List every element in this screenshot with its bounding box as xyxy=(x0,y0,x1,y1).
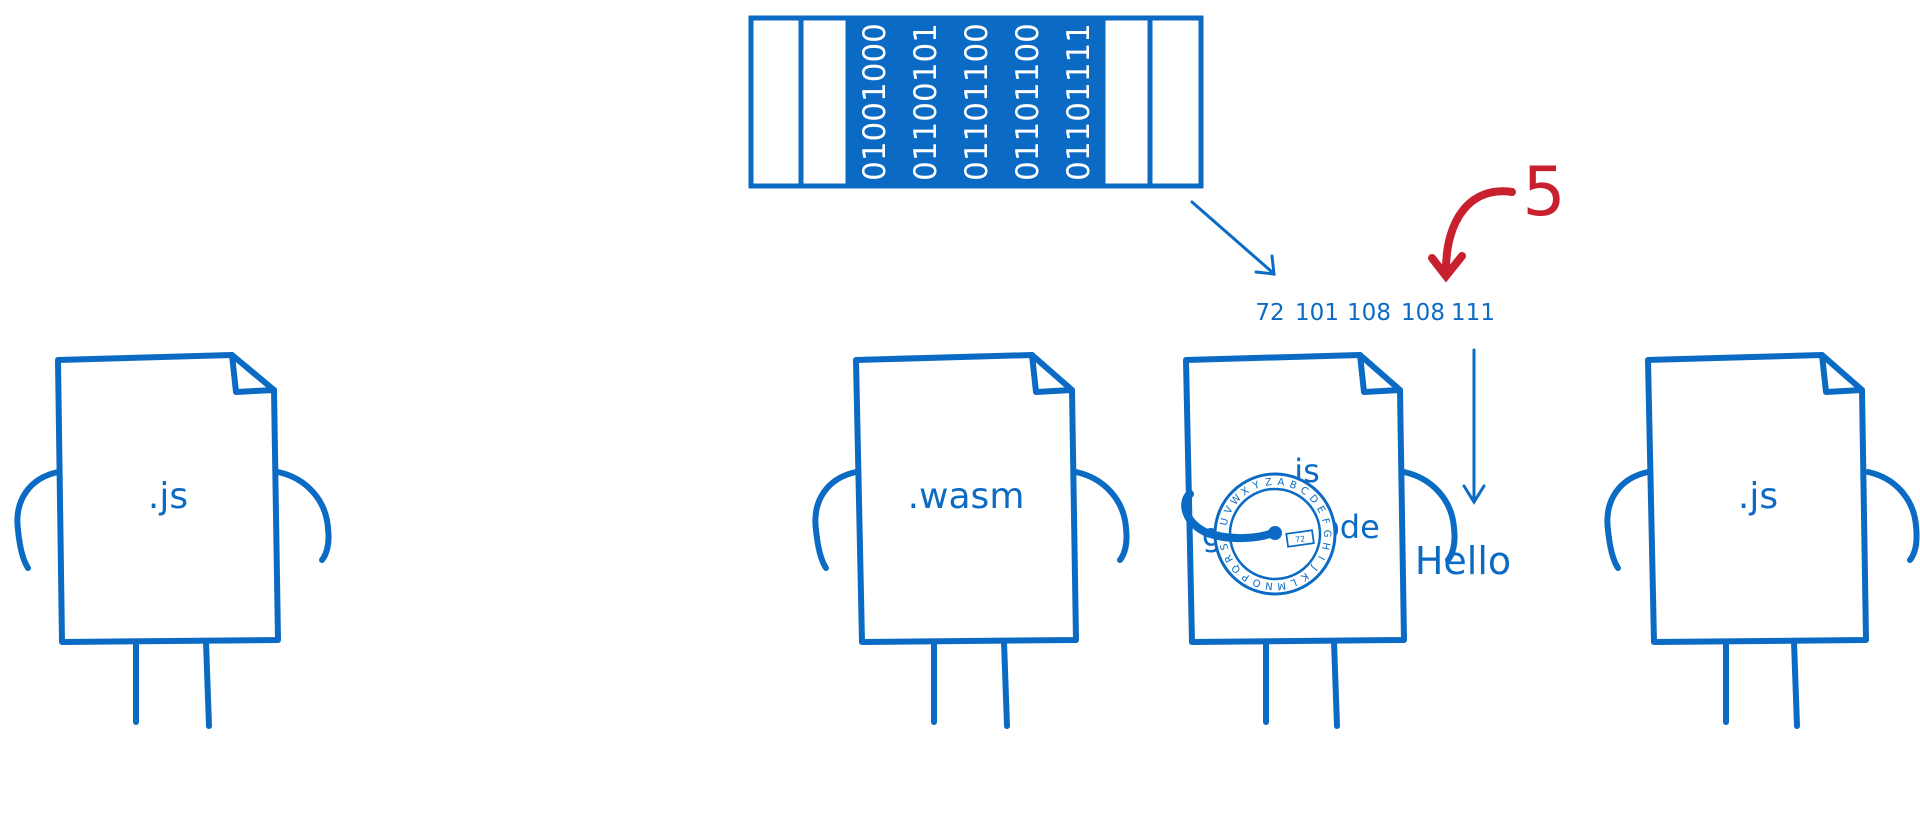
file-label: .wasm xyxy=(908,476,1025,517)
memory-to-numbers-arrow xyxy=(1190,200,1276,276)
right-arm xyxy=(1073,469,1130,563)
decoder-wheel-letter: G xyxy=(1321,530,1332,538)
decoder-wheel-letter: L xyxy=(1289,576,1299,588)
decoder-wheel-letter: Z xyxy=(1264,477,1272,489)
right-arm xyxy=(275,469,332,563)
file-body xyxy=(853,352,1079,645)
memory-byte: 01100101 xyxy=(908,23,944,181)
folded-corner xyxy=(229,352,277,395)
offset-pointer-arrow xyxy=(1428,187,1516,283)
decoded-number: 108 xyxy=(1401,300,1445,326)
right-leg xyxy=(1791,639,1800,729)
left-arm xyxy=(812,469,859,571)
file-label: .js xyxy=(1738,476,1778,517)
decoder-wheel-letter: J xyxy=(1309,562,1320,572)
decoder-wheel-window xyxy=(1285,529,1315,548)
decoded-number: 72 xyxy=(1255,300,1284,326)
decoder-wheel-letter: M xyxy=(1277,579,1287,591)
decoder-wheel-letter: Y xyxy=(1251,479,1262,492)
left-arm xyxy=(1604,469,1651,571)
right-leg xyxy=(1331,639,1340,729)
file-body xyxy=(1645,352,1869,645)
decoded-number: 111 xyxy=(1451,300,1495,326)
js-file-character xyxy=(14,352,332,729)
left-arm xyxy=(14,469,61,571)
decoder-wheel-letter: R xyxy=(1223,553,1236,564)
file-body xyxy=(55,352,281,645)
folded-corner xyxy=(1819,352,1865,395)
decoder-wheel-letter: H xyxy=(1319,541,1331,551)
decoder-wheel-letter: O xyxy=(1251,576,1262,589)
memory-filled-region xyxy=(848,18,1103,186)
memory-bytes: 01001000 01100101 01101100 01101100 0110… xyxy=(857,23,1097,181)
decoder-wheel-hub xyxy=(1268,526,1282,540)
linear-memory-strip: 01001000 01100101 01101100 01101100 0110… xyxy=(748,15,1204,189)
offset-pointer-label: 5 xyxy=(1522,153,1565,232)
memory-byte: 01001000 xyxy=(857,23,893,181)
decoded-number: 101 xyxy=(1295,300,1339,326)
decoder-wheel-letter: C xyxy=(1298,485,1310,498)
right-leg xyxy=(203,639,212,729)
folded-corner xyxy=(1029,352,1075,395)
right-arm xyxy=(1865,469,1920,563)
memory-byte: 01101100 xyxy=(959,23,995,181)
decoder-arm-holding-wheel xyxy=(1181,490,1279,543)
memory-byte: 01101111 xyxy=(1061,23,1097,181)
js-file-character xyxy=(1604,352,1920,729)
decoder-wheel-letter: F xyxy=(1319,517,1331,526)
memory-byte: 01101100 xyxy=(1010,23,1046,181)
decoder-wheel-letter: V xyxy=(1223,505,1236,516)
wasm-file-character xyxy=(812,352,1130,729)
right-leg xyxy=(1001,639,1010,729)
folded-corner xyxy=(1357,352,1403,395)
decoder-wheel-letter: P xyxy=(1240,570,1251,582)
decoder-wheel-letter: N xyxy=(1265,579,1274,591)
decoder-wheel-letter: S xyxy=(1219,542,1231,551)
decoder-wheel-letter: U xyxy=(1219,517,1231,527)
numbers-to-text-arrow xyxy=(1462,348,1486,505)
file-label: .js xyxy=(148,476,188,517)
decoder-wheel-letter: B xyxy=(1288,479,1298,492)
decoded-number: 108 xyxy=(1347,300,1391,326)
decoder-wheel-letter: I xyxy=(1315,554,1326,562)
decoded-text-result: Hello xyxy=(1415,539,1511,583)
decoder-wheel-window-value: 72 xyxy=(1295,534,1306,544)
decoder-wheel-letter: A xyxy=(1277,477,1285,489)
decoder-wheel-letter: E xyxy=(1314,504,1327,515)
decoded-number-list: 72 101 108 108 111 xyxy=(1255,300,1495,326)
right-arm xyxy=(1401,469,1458,563)
